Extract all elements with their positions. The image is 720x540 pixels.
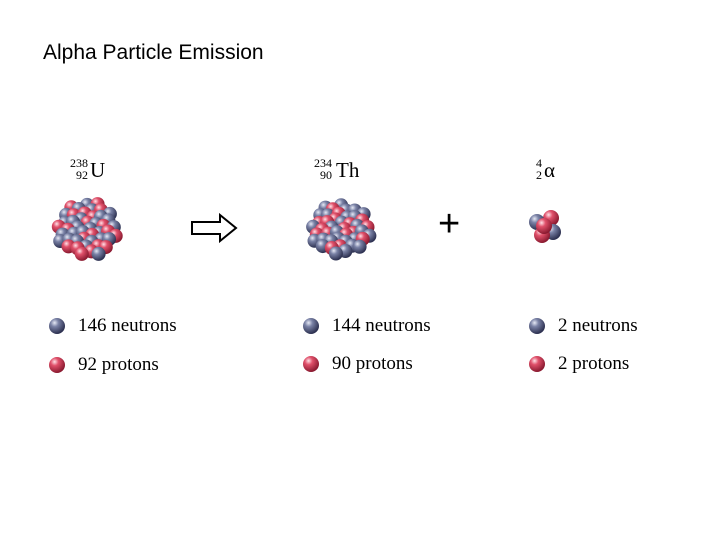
neutron-ball <box>328 246 343 261</box>
element-symbol: U <box>90 158 106 182</box>
alpha-particle-graphic <box>529 210 561 243</box>
nuclide-thorium-234: 234 90 Th <box>306 157 376 193</box>
nuclide-uranium-238: 238 92 U <box>62 157 122 193</box>
plus-sign: + <box>438 203 461 245</box>
proton-count: 90 protons <box>332 353 413 374</box>
neutron-count: 2 neutrons <box>558 315 638 336</box>
neutron-count: 146 neutrons <box>78 315 177 336</box>
neutron-icon <box>529 318 545 334</box>
proton-count: 2 protons <box>558 353 630 374</box>
neutron-icon <box>49 318 65 334</box>
element-symbol: Th <box>336 158 360 182</box>
neutron-ball <box>352 239 367 254</box>
proton-icon <box>303 356 319 372</box>
mass-number: 4 <box>536 156 542 170</box>
reaction-arrow-icon <box>191 213 238 243</box>
neutron-ball <box>91 246 106 261</box>
mass-number: 234 <box>314 156 332 170</box>
thorium-nucleus-graphic <box>306 198 377 261</box>
proton-ball <box>74 246 89 261</box>
proton-count: 92 protons <box>78 354 159 375</box>
proton-icon <box>529 356 545 372</box>
neutron-count: 144 neutrons <box>332 315 431 336</box>
atomic-number: 92 <box>76 168 88 182</box>
nuclide-alpha: 4 2 α <box>528 157 578 193</box>
atomic-number: 2 <box>536 168 542 182</box>
slide-title: Alpha Particle Emission <box>43 41 264 64</box>
mass-number: 238 <box>70 156 88 170</box>
uranium-nucleus-graphic <box>51 197 123 261</box>
neutron-icon <box>303 318 319 334</box>
atomic-number: 90 <box>320 168 332 182</box>
element-symbol: α <box>544 158 556 182</box>
proton-icon <box>49 357 65 373</box>
